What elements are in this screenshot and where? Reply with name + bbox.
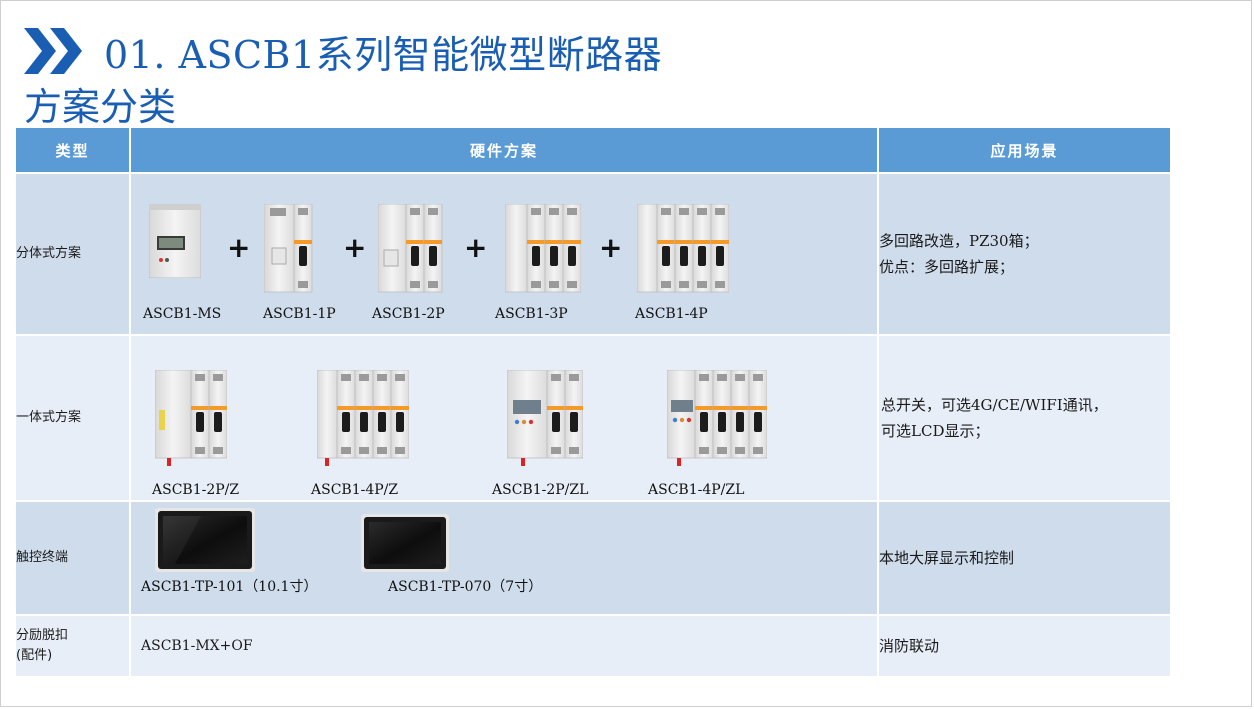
breaker-3p-image (505, 204, 581, 293)
product-label: ASCB1-MS (143, 306, 222, 322)
product-label: ASCB1-4P/Z (311, 482, 399, 498)
product-label: ASCB1-TP-101（10.1寸） (141, 579, 318, 595)
touch-panel-101-image (155, 508, 255, 572)
plus-icon: + (464, 231, 488, 264)
plus-icon: + (599, 231, 623, 264)
application-cell: 本地大屏显示和控制 (877, 500, 1172, 616)
breaker-4p-z-image (317, 370, 409, 466)
hardware-cell: + + + (129, 172, 879, 336)
application-line: 多回路改造，PZ30箱； (879, 232, 1039, 250)
product-label: ASCB1-2P (372, 306, 445, 322)
table-row: 分体式方案 + + (14, 172, 1172, 336)
product-label: ASCB1-4P (635, 306, 708, 322)
hardware-cell: ASCB1-2P/Z ASCB1-4P/Z ASCB1-2P/ZL ASCB1-… (129, 334, 879, 502)
product-label: ASCB1-4P/ZL (648, 482, 745, 498)
product-label: ASCB1-TP-070（7寸） (388, 579, 543, 595)
hardware-cell: ASCB1-MX+OF (129, 614, 879, 678)
type-line: 分励脱扣 (16, 628, 69, 643)
table-row: 分励脱扣 (配件) ASCB1-MX+OF 消防联动 (14, 614, 1172, 678)
type-cell: 触控终端 (14, 500, 131, 616)
product-label: ASCB1-1P (263, 306, 336, 322)
product-label: ASCB1-2P/Z (152, 482, 240, 498)
chevron-double-icon (24, 28, 82, 74)
application-line: 可选LCD显示； (881, 422, 990, 440)
product-label: ASCB1-2P/ZL (492, 482, 589, 498)
table-row: 触控终端 ASCB1-TP-101（10.1寸） ASCB1-TP-070（7寸… (14, 500, 1172, 616)
header-application: 应用场景 (877, 126, 1172, 174)
breaker-2p-z-image (155, 370, 227, 466)
meter-module-image (149, 204, 201, 278)
table-header-row: 类型 硬件方案 应用场景 (14, 126, 1172, 174)
type-line: (配件) (16, 648, 53, 663)
touch-panel-070-image (361, 514, 449, 572)
header-hardware: 硬件方案 (129, 126, 879, 174)
application-cell: 多回路改造，PZ30箱； 优点：多回路扩展； (877, 172, 1172, 336)
type-cell: 分励脱扣 (配件) (14, 614, 131, 678)
page-title: 01. ASCB1系列智能微型断路器 (104, 33, 663, 77)
breaker-4p-image (637, 204, 729, 293)
application-cell: 总开关，可选4G/CE/WIFI通讯， 可选LCD显示； (877, 334, 1172, 502)
hardware-cell: ASCB1-TP-101（10.1寸） ASCB1-TP-070（7寸） (129, 500, 879, 616)
type-cell: 分体式方案 (14, 172, 131, 336)
application-line: 总开关，可选4G/CE/WIFI通讯， (881, 396, 1108, 414)
breaker-4p-zl-image (667, 370, 767, 466)
page-subtitle: 方案分类 (24, 85, 177, 129)
type-cell: 一体式方案 (14, 334, 131, 502)
breaker-2p-zl-image (507, 370, 583, 466)
table-row: 一体式方案 (14, 334, 1172, 502)
application-cell: 消防联动 (877, 614, 1172, 678)
breaker-2p-image (378, 204, 443, 293)
application-line: 优点：多回路扩展； (879, 258, 1015, 276)
breaker-1p-image (264, 204, 313, 293)
plus-icon: + (227, 231, 251, 264)
product-label: ASCB1-3P (495, 306, 568, 322)
plus-icon: + (343, 231, 367, 264)
product-label: ASCB1-MX+OF (141, 638, 253, 654)
scheme-table: 类型 硬件方案 应用场景 分体式方案 + (14, 126, 1172, 678)
header-type: 类型 (14, 126, 131, 174)
